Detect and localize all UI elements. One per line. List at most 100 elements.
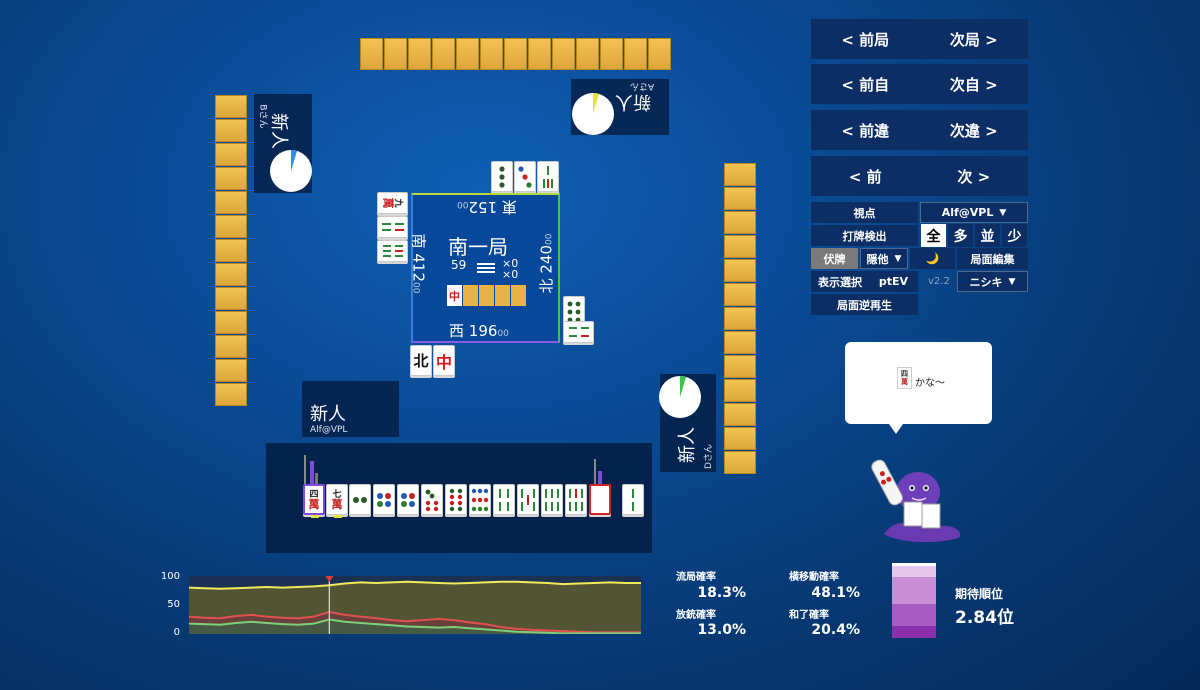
wall-tile — [215, 287, 247, 310]
prev-button[interactable]: < 前 — [848, 167, 882, 186]
wall-tile — [724, 211, 756, 234]
wall-tile — [215, 359, 247, 382]
discard-tile — [563, 296, 585, 327]
hand-eval-bars — [266, 443, 652, 488]
yokoidou-value: 48.1% — [811, 585, 860, 601]
honba-count: ×0 — [502, 257, 519, 270]
next-self-button[interactable]: 次自 > — [949, 75, 998, 94]
wall-tile — [724, 283, 756, 306]
wall-tile — [215, 119, 247, 142]
discard-tile — [491, 161, 513, 192]
top-player-sub: Aさん — [630, 81, 655, 91]
wall-tile — [215, 239, 247, 262]
prev-diff-button[interactable]: < 前違 — [841, 121, 890, 140]
filter-all-button[interactable]: 全 — [921, 224, 946, 247]
chevron-down-icon: ▼ — [894, 253, 902, 264]
hide-tiles-button[interactable]: 伏牌 — [811, 248, 858, 269]
wall-tile — [724, 235, 756, 258]
hand-tile[interactable] — [445, 484, 467, 515]
hand-tile[interactable] — [421, 484, 443, 515]
reverse-replay-button[interactable]: 局面逆再生 — [811, 294, 918, 315]
self-nav: < 前自 次自 > — [811, 64, 1028, 104]
position-marker-icon — [325, 576, 334, 582]
hand-tile[interactable] — [565, 484, 587, 515]
wall-tile — [360, 38, 383, 70]
wall-tile — [724, 307, 756, 330]
edit-position-button[interactable]: 局面編集 — [957, 248, 1028, 269]
drawn-tile[interactable] — [622, 484, 644, 515]
snake-mascot-icon — [870, 452, 970, 548]
wall-tile — [724, 187, 756, 210]
hand-tile[interactable] — [373, 484, 395, 515]
discard-tile: 北 — [410, 345, 432, 376]
probability-chart[interactable] — [189, 576, 641, 634]
discard-tile — [377, 240, 408, 262]
wall-tile — [552, 38, 575, 70]
wall-tile — [724, 331, 756, 354]
viewpoint-select[interactable]: Alf@VPL▼ — [920, 202, 1028, 223]
expected-rank-value: 2.84位 — [955, 608, 1014, 628]
left-timer-icon — [270, 150, 312, 192]
hand-tile-white-dragon[interactable] — [589, 484, 611, 515]
series-line — [189, 610, 641, 634]
hand-tile[interactable]: 七萬 — [326, 484, 348, 515]
yokoidou-label: 横移動確率 — [789, 572, 839, 583]
rank-segment — [892, 576, 936, 604]
wall-tile — [724, 451, 756, 474]
dora-indicator: 中 — [447, 285, 526, 306]
wall-tile — [215, 263, 247, 286]
hand-tile[interactable] — [517, 484, 539, 515]
center-board: 東 15200 南 41200 西 19600 北 24000 南一局 59 ×… — [409, 193, 560, 343]
hand-tile[interactable] — [541, 484, 563, 515]
expected-rank-label: 期待順位 — [955, 587, 1004, 601]
next-diff-button[interactable]: 次違 > — [949, 121, 998, 140]
wall-tile — [215, 167, 247, 190]
hand-tile[interactable] — [349, 484, 371, 515]
chevron-down-icon: ▼ — [999, 207, 1007, 218]
diff-nav: < 前違 次違 > — [811, 110, 1028, 150]
filter-few-button[interactable]: 少 — [1002, 224, 1027, 247]
wall-tile — [576, 38, 599, 70]
filter-normal-button[interactable]: 並 — [975, 224, 1000, 247]
y-tick-label: 0 — [173, 627, 180, 638]
right-wall — [724, 163, 756, 474]
wall-tile — [648, 38, 671, 70]
riichi-count: ×0 — [502, 268, 519, 281]
agari-label: 和了確率 — [789, 610, 829, 621]
hand-tile[interactable] — [397, 484, 419, 515]
display-select-label[interactable]: 表示選択 — [811, 271, 869, 292]
y-tick-label: 100 — [160, 571, 180, 582]
right-player-sub: Dさん — [703, 444, 714, 469]
prev-round-button[interactable]: < 前局 — [841, 30, 890, 49]
south-score: 南 41200 — [409, 233, 428, 294]
hand-tile[interactable]: 四萬 — [303, 484, 325, 515]
hand-tile[interactable] — [493, 484, 515, 515]
wall-tile — [724, 259, 756, 282]
houju-value: 13.0% — [697, 622, 746, 638]
round-nav: < 前局 次局 > — [811, 19, 1028, 59]
wall-tile — [432, 38, 455, 70]
hide-select[interactable]: 隠他▼ — [860, 248, 908, 269]
self-player-panel — [302, 381, 399, 437]
rank-distribution-bar — [892, 563, 936, 638]
discard-tile — [537, 161, 559, 192]
discard-tile — [514, 161, 536, 192]
moon-icon[interactable]: 🌙 — [910, 248, 955, 269]
step-nav: < 前 次 > — [811, 156, 1028, 196]
next-round-button[interactable]: 次局 > — [949, 30, 998, 49]
tile-marker — [311, 515, 319, 518]
left-player-sub: Bさん — [257, 104, 268, 129]
next-button[interactable]: 次 > — [957, 167, 991, 186]
discard-tile: 中 — [433, 345, 455, 376]
bubble-text: かな～ — [915, 378, 945, 389]
north-score: 北 24000 — [537, 233, 556, 294]
display-mode-button[interactable]: ptEV — [869, 271, 918, 292]
chevron-down-icon: ▼ — [1008, 276, 1016, 287]
filter-many-button[interactable]: 多 — [948, 224, 973, 247]
model-select[interactable]: ニシキ▼ — [957, 271, 1028, 292]
y-tick-label: 50 — [167, 599, 180, 610]
prev-self-button[interactable]: < 前自 — [841, 75, 890, 94]
west-score: 西 19600 — [449, 322, 509, 340]
series-line — [189, 618, 641, 634]
hand-tile[interactable] — [469, 484, 491, 515]
